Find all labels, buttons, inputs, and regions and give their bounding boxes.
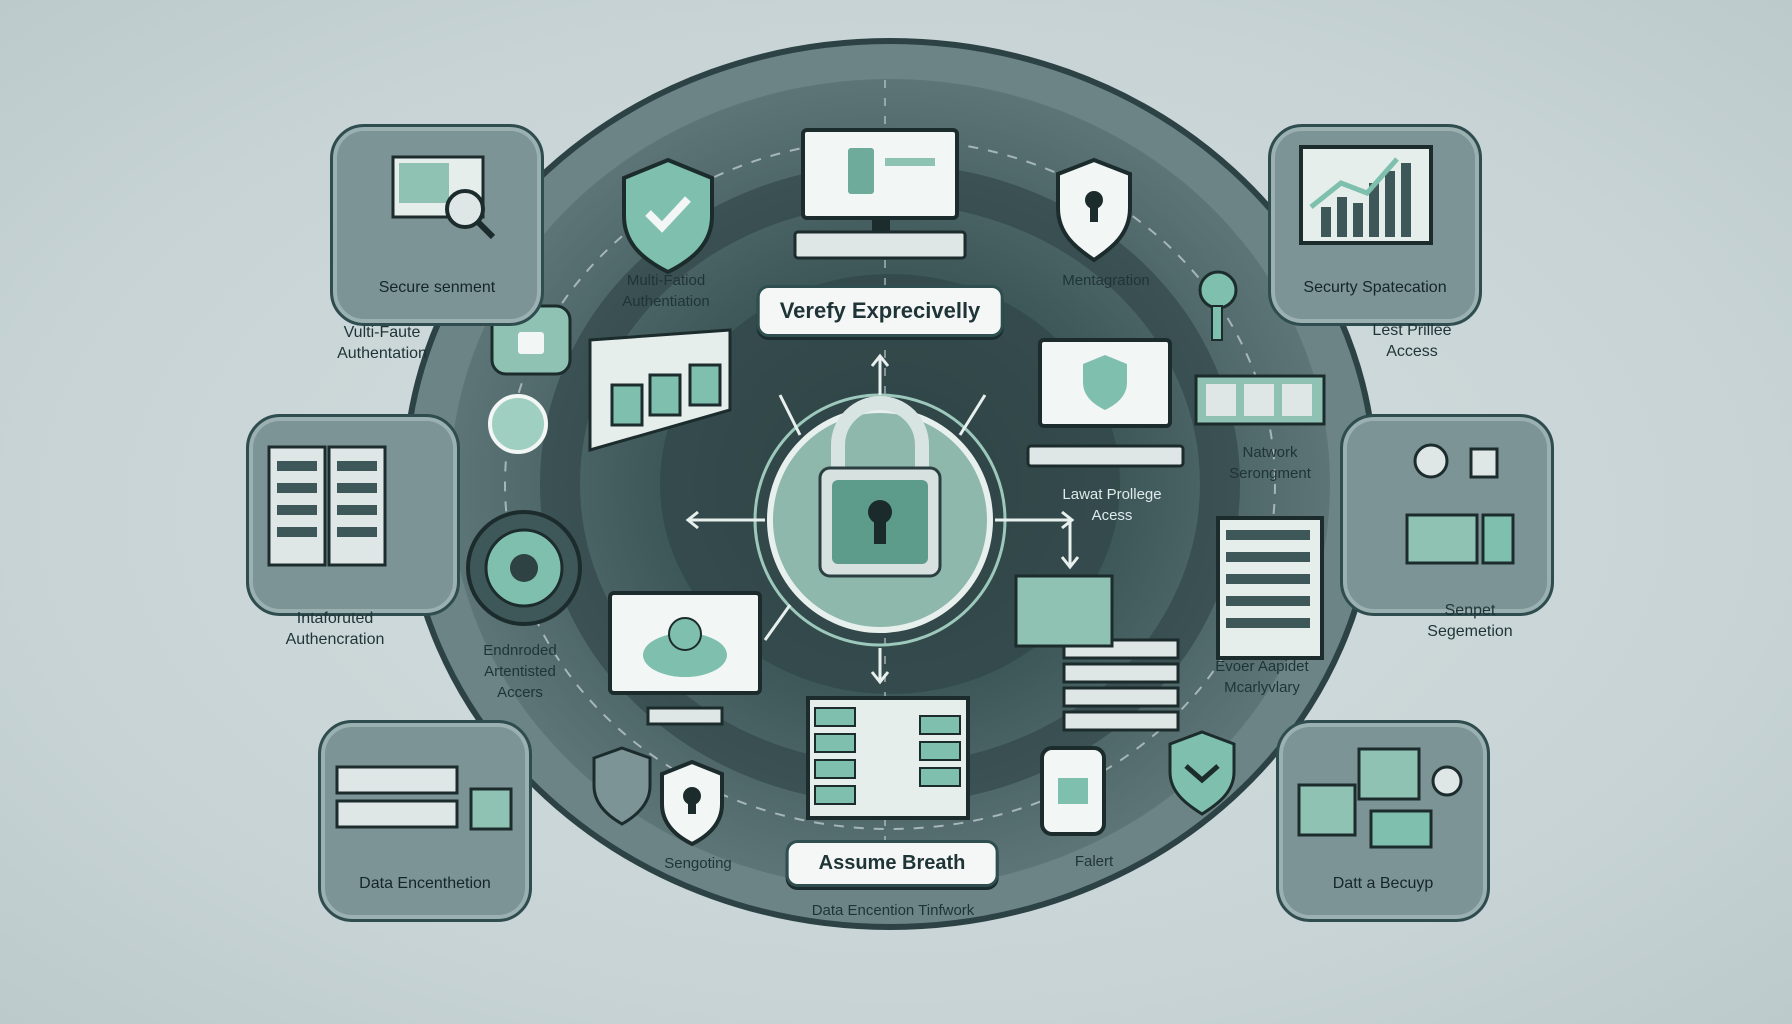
- server-tower-icon: [1216, 516, 1324, 660]
- card-label: Secure senment: [378, 279, 496, 296]
- bottom-shield-icon: [660, 759, 724, 847]
- card-label: Datt a Becuyp: [1332, 875, 1434, 892]
- card-label: Data Encenthetion: [359, 875, 491, 892]
- storage-lock-icon: [335, 765, 513, 831]
- backup-drive-icon: [1297, 747, 1463, 849]
- network-switch-icon: [588, 328, 732, 452]
- panel-strip-icon: [1194, 374, 1326, 426]
- card-server-rack: [246, 414, 460, 616]
- card-data-encryption: Data Encenthetion: [318, 720, 532, 922]
- monitor-magnifier-icon: [391, 155, 496, 240]
- tablet-lock-icon: [1040, 746, 1106, 836]
- server-rack-icon: [267, 445, 387, 567]
- check-shield-icon: [1168, 730, 1236, 816]
- inner-label-data-encryption-network: Data Encention Tinfwork: [811, 902, 975, 919]
- bug-panel-icon: [1014, 574, 1114, 648]
- chart-monitor-icon: [1299, 145, 1433, 245]
- card-label: Securty Spatecation: [1303, 279, 1447, 296]
- inner-label-integration: Mentagration: [1062, 272, 1150, 289]
- keyhole-shield-icon: [1056, 157, 1132, 263]
- key-icon: [1198, 270, 1238, 341]
- gear-icon: [466, 510, 582, 626]
- clock-icon: [488, 394, 548, 454]
- assume-breach-pill: Assume Breath: [785, 840, 999, 887]
- right-monitor-icon: [1026, 338, 1185, 468]
- top-monitor-icon: [793, 128, 967, 260]
- wifi-shield-icon: [592, 746, 652, 826]
- verify-explicitly-pill: Verefy Exprecivelly: [756, 285, 1004, 337]
- network-lock-icon: [1405, 443, 1515, 565]
- shield-check-icon: [622, 157, 714, 275]
- drive-stack-icon: [1062, 638, 1180, 732]
- card-security-specification: Securty Spatecation: [1268, 124, 1482, 326]
- card-data-backup: Datt a Becuyp: [1276, 720, 1490, 922]
- inner-label-falert: Falert: [1074, 853, 1114, 870]
- padlock-icon: [818, 396, 942, 578]
- inner-label-segmenting: Sengoting: [664, 855, 732, 872]
- cloud-monitor-icon: [608, 591, 762, 726]
- card-secure-segment: Secure senment: [330, 124, 544, 326]
- connector-arrows: [685, 353, 1080, 685]
- server-cabinet-icon: [806, 696, 970, 820]
- card-network-lock: [1340, 414, 1554, 616]
